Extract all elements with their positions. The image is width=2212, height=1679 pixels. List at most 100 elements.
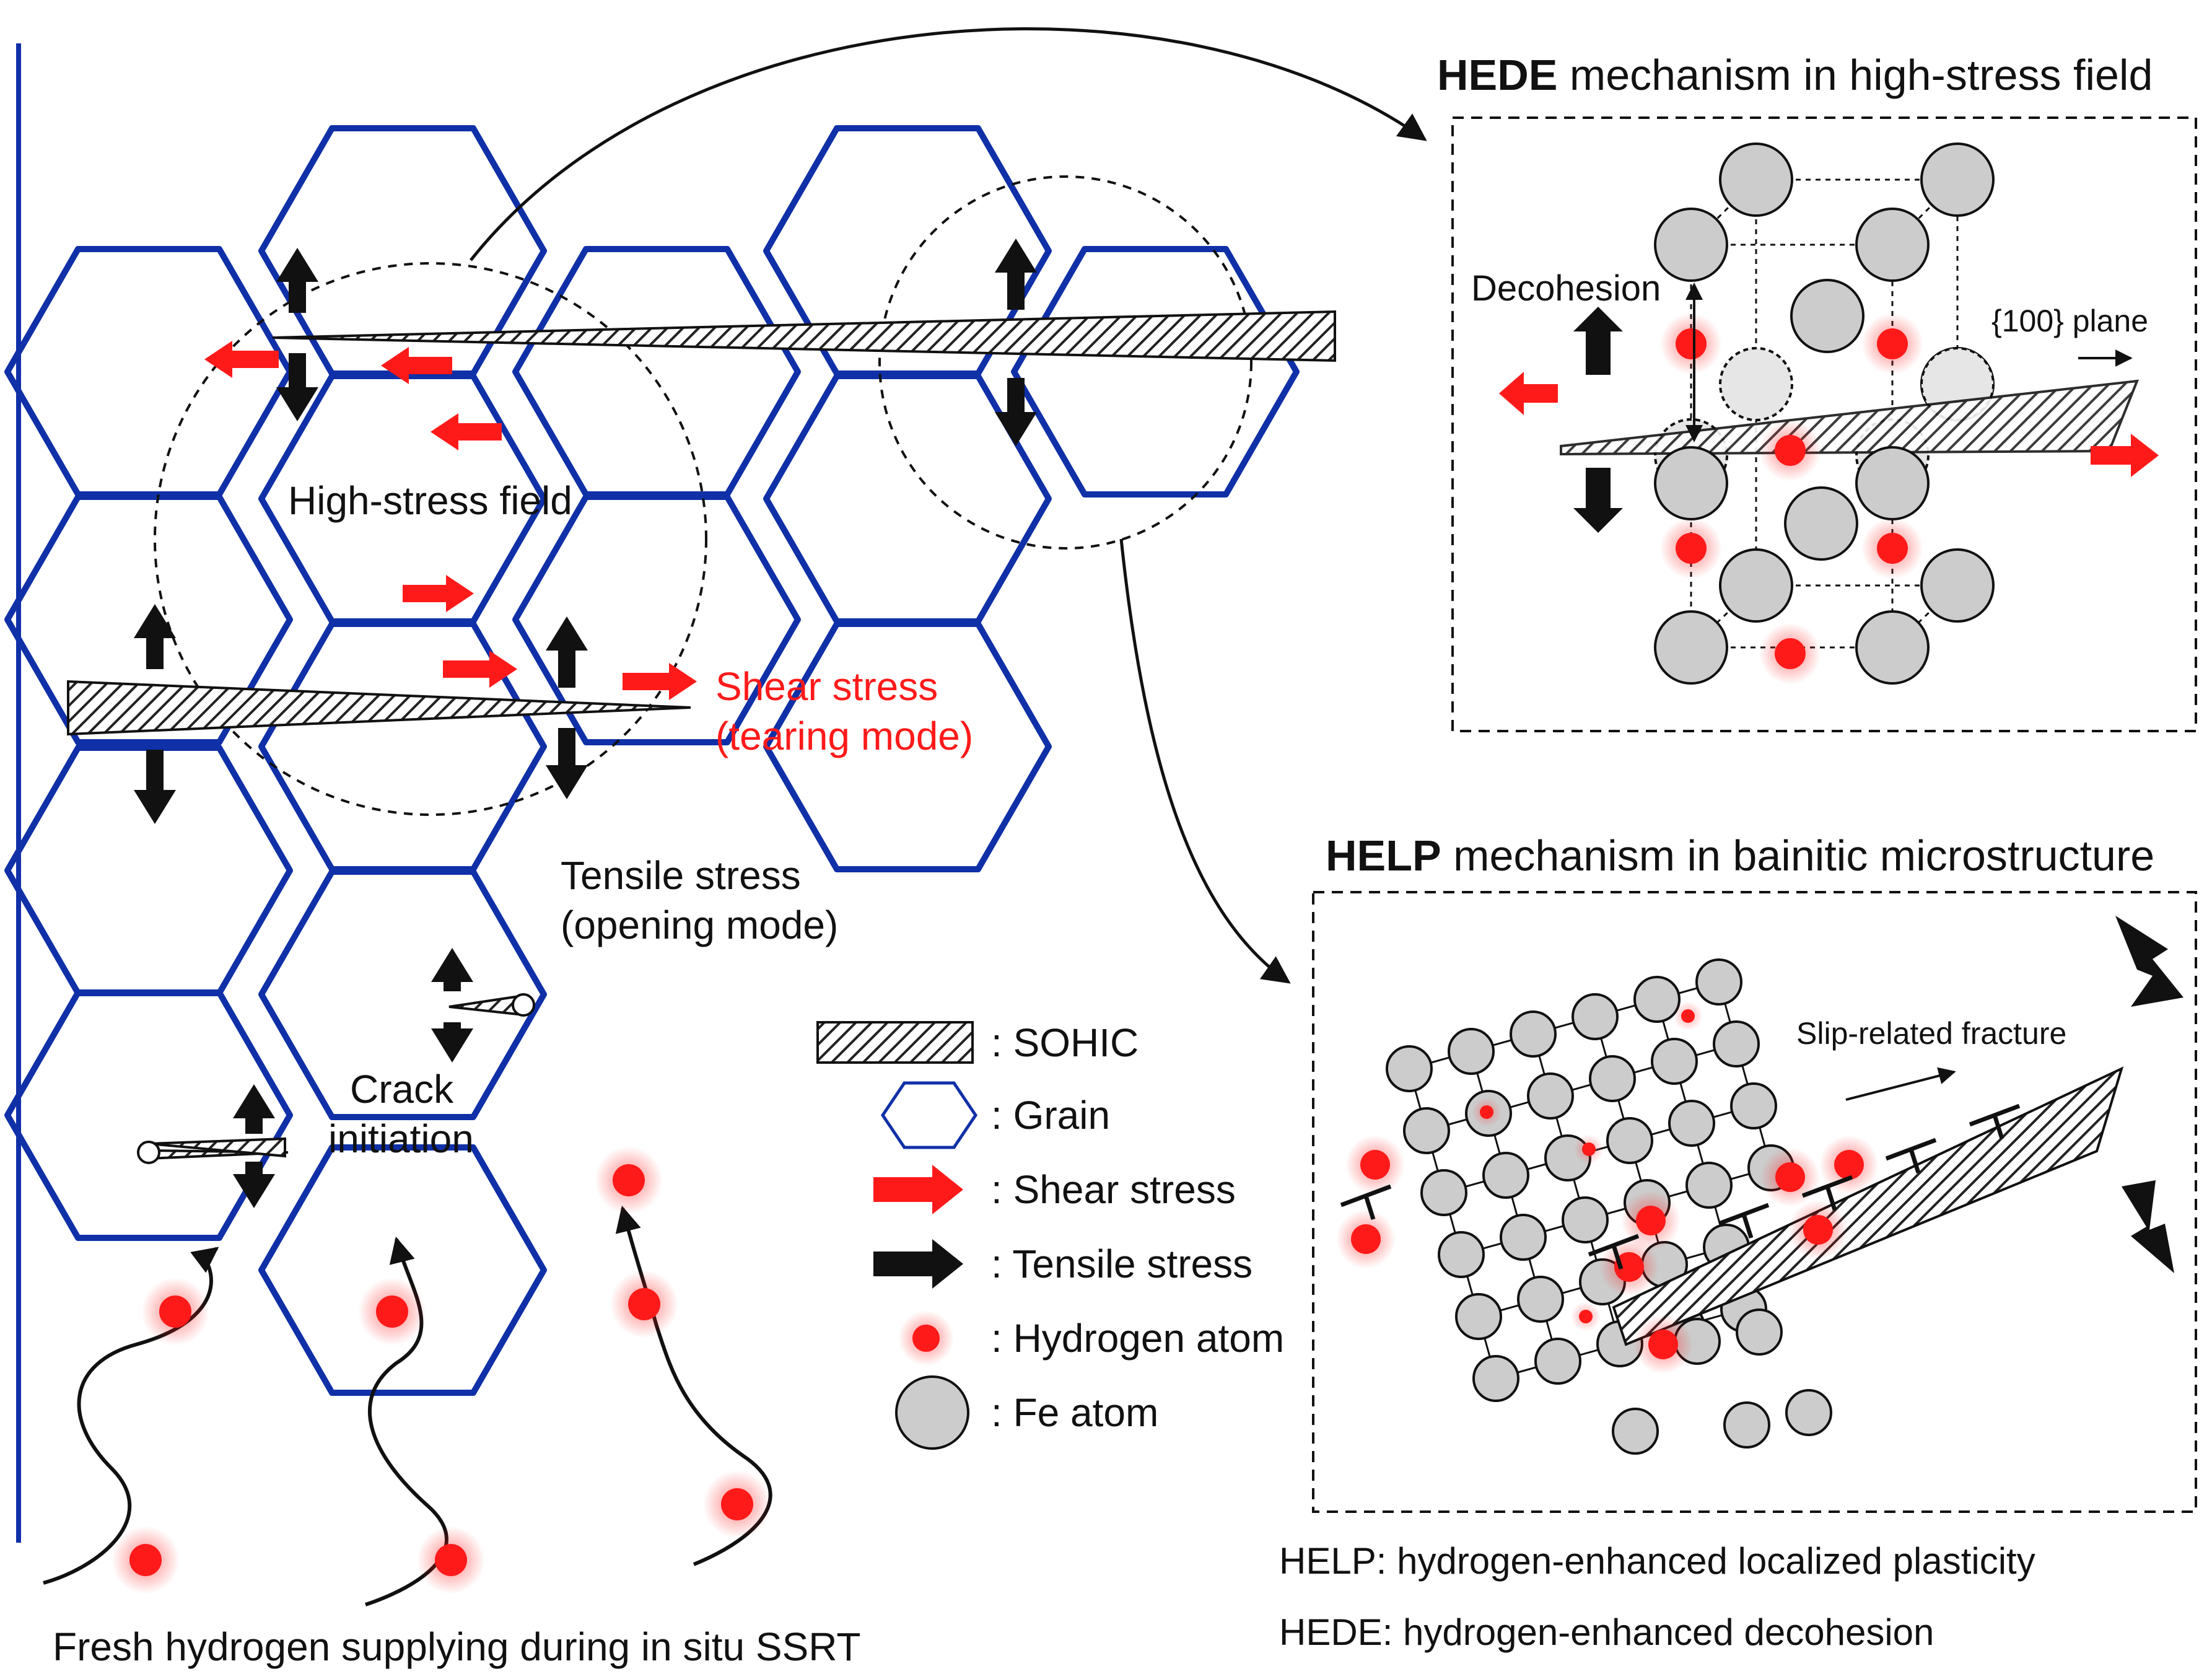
- fe-atom: [1612, 1408, 1659, 1455]
- hydrogen-atom-small: [1579, 1310, 1593, 1323]
- stress-arrows: [134, 239, 1037, 1208]
- help-box: [1312, 891, 2197, 1513]
- hydrogen-atom-small: [1480, 1105, 1493, 1119]
- label-bottom-caption: Fresh hydrogen supplying during in situ …: [53, 1624, 860, 1669]
- fe-atom: [1730, 1082, 1777, 1129]
- grain-hexagon: [258, 1144, 547, 1396]
- sohic-cracks: [67, 310, 1336, 1164]
- hydrogen-atom: [721, 1488, 753, 1520]
- high-stress-circle-left: [154, 262, 707, 816]
- legend-tensile-arrow-icon: [873, 1239, 963, 1289]
- hede-shear-right: [2091, 434, 2159, 477]
- help-slip-label: Slip-related fracture: [1796, 1016, 2066, 1051]
- connector-arrows: [470, 27, 1427, 984]
- hydrogen-atom: [1775, 638, 1806, 669]
- fe-atom: [1472, 1355, 1519, 1402]
- fe-atom: [1403, 1107, 1450, 1154]
- tensile-arrow-up: [134, 604, 176, 669]
- shear-arrow-right: [403, 575, 474, 612]
- help-tensile-up: [2115, 916, 2184, 1007]
- connector-to-help: [1119, 538, 1291, 984]
- fe-atom: [1534, 1338, 1581, 1385]
- fe-atom: [1455, 1293, 1502, 1340]
- help-dislocations: [1340, 1103, 2021, 1270]
- tensile-arrow-down: [546, 728, 588, 799]
- hede-title: HEDE mechanism in high-stress field: [1437, 51, 2153, 99]
- hydrogen-atom: [129, 1544, 162, 1576]
- legend-label-tensile: : Tensile stress: [991, 1242, 1252, 1286]
- hede-100-plane: [1560, 379, 2140, 456]
- tensile-arrow-down: [995, 378, 1037, 446]
- label-crack-1: Crack: [350, 1067, 454, 1111]
- fe-atom: [1589, 1055, 1636, 1102]
- shear-arrow-right: [623, 663, 697, 700]
- fe-atom: [1654, 208, 1728, 282]
- tensile-arrow-up: [431, 948, 473, 991]
- sohic-wedge-top: [272, 310, 1336, 362]
- fe-atom: [1785, 1389, 1832, 1436]
- fe-atom: [1420, 1169, 1467, 1216]
- fe-atom: [1606, 1117, 1653, 1164]
- fe-atom: [1482, 1152, 1529, 1199]
- hydrogen-atom: [1834, 1150, 1864, 1180]
- fe-atom: [1719, 142, 1793, 217]
- legend: : SOHIC : Grain : Shear stress : Tensile…: [816, 1020, 1284, 1450]
- hydrogen-atom: [628, 1288, 660, 1320]
- shear-arrow-left: [381, 347, 452, 384]
- label-shear-stress-1: Shear stress: [715, 664, 938, 709]
- legend-sohic-swatch: [816, 1021, 974, 1064]
- shear-arrow-left: [204, 341, 279, 378]
- label-crack-2: initiation: [328, 1116, 474, 1161]
- crack-tip-2: [137, 1141, 160, 1164]
- hydrogen-atom: [1877, 328, 1908, 359]
- hydrogen-atom: [159, 1295, 191, 1328]
- fe-atom: [1654, 610, 1728, 685]
- fe-atom: [1654, 446, 1728, 520]
- grain-hexagon: [512, 494, 801, 745]
- connector-to-hede: [470, 27, 1427, 261]
- fe-atom: [1920, 142, 1995, 217]
- label-tensile-stress-2: (opening mode): [561, 903, 838, 947]
- hydrogen-atom: [1636, 1206, 1666, 1235]
- tensile-arrow-up: [546, 616, 588, 688]
- hydrogen-atom: [1775, 435, 1806, 466]
- hydrogen-atom: [1676, 328, 1707, 359]
- fe-atom: [1685, 1162, 1733, 1209]
- hede-tensile-up: [1573, 307, 1623, 375]
- tensile-arrow-up: [233, 1084, 275, 1134]
- help-definition: HELP: hydrogen-enhanced localized plasti…: [1279, 1540, 2035, 1582]
- fe-atom: [1723, 1401, 1770, 1449]
- legend-label-hydrogen: : Hydrogen atom: [991, 1316, 1284, 1361]
- hydrogen-atom: [1803, 1215, 1833, 1245]
- fe-atom: [1500, 1214, 1547, 1261]
- high-stress-circle-right: [878, 175, 1252, 550]
- grain-hexagon: [763, 621, 1052, 872]
- legend-grain-icon: [880, 1081, 978, 1149]
- shear-arrow-left: [431, 413, 502, 450]
- help-tensile-down: [2122, 1180, 2174, 1273]
- hede-decohesion-label: Decohesion: [1471, 268, 1661, 309]
- hydrogen-atom: [1676, 533, 1707, 564]
- fe-atom: [1386, 1045, 1433, 1092]
- sohic-wedge-small-3: [148, 1137, 286, 1158]
- fe-atom: [1517, 1276, 1564, 1323]
- hede-plane-label: {100} plane: [1991, 304, 2148, 338]
- hydrogen-atom: [1775, 1162, 1805, 1192]
- legend-fe-icon: [895, 1375, 969, 1450]
- fe-atom: [1719, 548, 1793, 623]
- legend-label-shear: : Shear stress: [991, 1167, 1236, 1212]
- legend-label-sohic: : SOHIC: [991, 1020, 1139, 1065]
- hede-tensile-down: [1573, 468, 1623, 533]
- legend-label-fe: : Fe atom: [991, 1390, 1158, 1435]
- fe-atom: [1562, 1196, 1609, 1243]
- legend-hydrogen-icon: [912, 1325, 940, 1352]
- sohic-wedge-mid: [67, 680, 691, 736]
- hydrogen-atom-small: [1582, 1142, 1596, 1156]
- fe-atom: [1510, 1010, 1557, 1058]
- tensile-arrow-up: [995, 239, 1037, 310]
- hydrogen-atoms-grain: [111, 1146, 771, 1594]
- fe-atom: [1448, 1028, 1495, 1075]
- hede-definition: HEDE: hydrogen-enhanced decohesion: [1279, 1611, 1934, 1653]
- fe-atom: [1668, 1100, 1715, 1147]
